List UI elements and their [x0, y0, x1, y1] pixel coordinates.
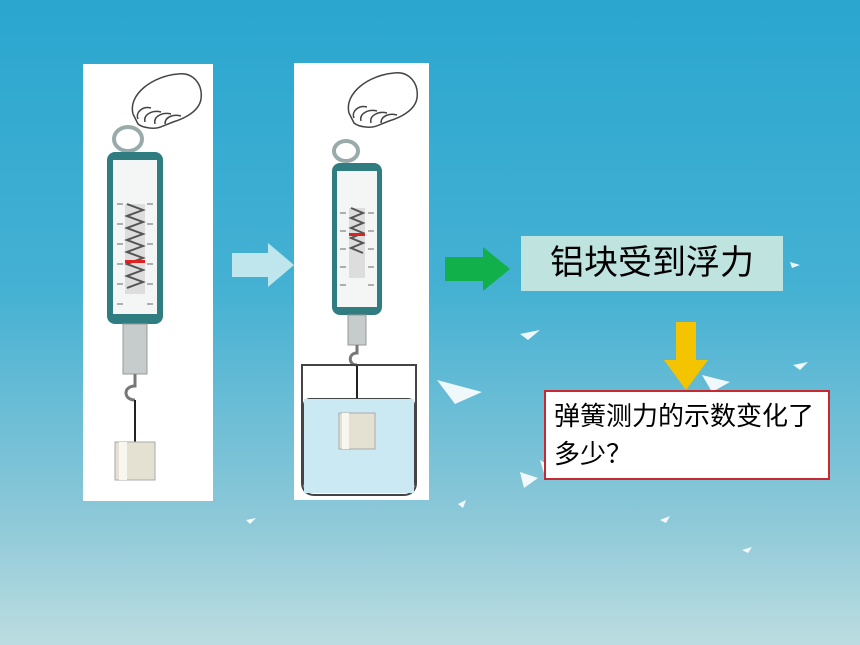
hand-icon — [347, 72, 418, 128]
paper-plane-icon — [246, 518, 256, 524]
aluminum-block-icon — [114, 441, 156, 481]
paper-plane-icon — [742, 547, 752, 553]
question-box: 弹簧测力的示数变化了多少？ — [544, 390, 830, 480]
spring-scale-icon — [332, 163, 382, 413]
scale-in-water-panel — [294, 63, 429, 500]
spring-scale-icon — [107, 152, 163, 442]
paper-plane-icon — [437, 380, 482, 404]
paper-plane-icon — [520, 330, 540, 340]
aluminum-block-icon — [338, 412, 376, 450]
scale-in-air-panel — [83, 64, 213, 501]
green-arrow-icon — [445, 247, 510, 291]
paper-plane-icon — [702, 375, 730, 392]
question-text: 弹簧测力的示数变化了多少？ — [554, 402, 815, 470]
paper-plane-icon — [520, 472, 538, 488]
hand-icon — [131, 73, 202, 129]
paper-plane-icon — [793, 362, 808, 370]
paper-plane-icon — [458, 500, 466, 508]
paper-plane-icon — [790, 262, 800, 268]
light-arrow-icon — [232, 243, 294, 287]
yellow-down-arrow-icon — [664, 322, 708, 390]
conclusion-label: 铝块受到浮力 — [521, 236, 783, 291]
paper-plane-icon — [660, 516, 670, 523]
